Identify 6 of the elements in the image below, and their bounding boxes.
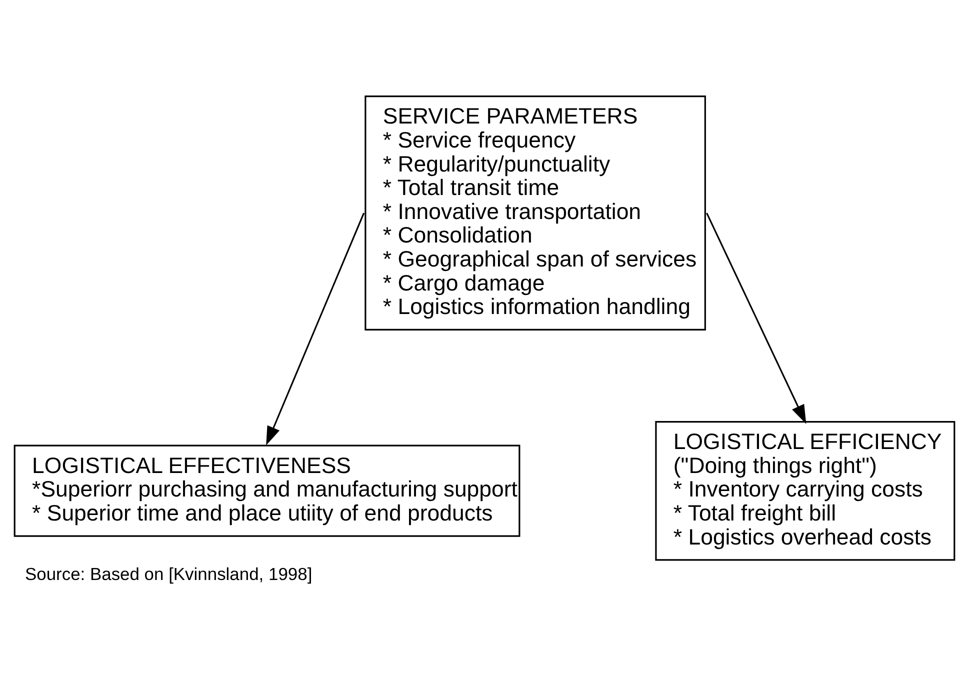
node-box: SERVICE PARAMETERS * Service frequency * Regularity/punctuality * Total transit time * Innovative transportation * Consolidation * Geographical span of services * Cargo damage * Logistics information handling xyxy=(364,95,706,330)
caption: Source: Based on [Kvinnsland, 1998] xyxy=(24,564,312,584)
node-box: LOGISTICAL EFFICIENCY ("Doing things right") * Inventory carrying costs * Total freight bill * Logistics overhead costs xyxy=(655,420,956,560)
arrow xyxy=(266,212,365,445)
node-box: LOGISTICAL EFFECTIVENESS *Superiorr purchasing and manufacturing support * Superior time and place utiity of end products xyxy=(14,444,520,536)
arrow xyxy=(706,212,806,424)
